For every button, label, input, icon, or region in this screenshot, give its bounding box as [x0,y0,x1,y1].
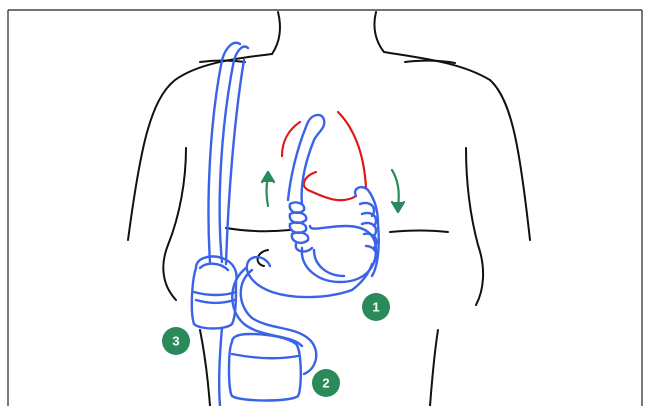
flow-arrows [262,170,404,212]
heart-pump-device [192,43,379,406]
down-arrow-icon [392,170,399,206]
marker-1-label: 1 [372,300,379,315]
marker-2-label: 2 [322,376,329,391]
marker-3-label: 3 [172,334,179,349]
numbered-markers: 1 2 3 [162,293,390,397]
